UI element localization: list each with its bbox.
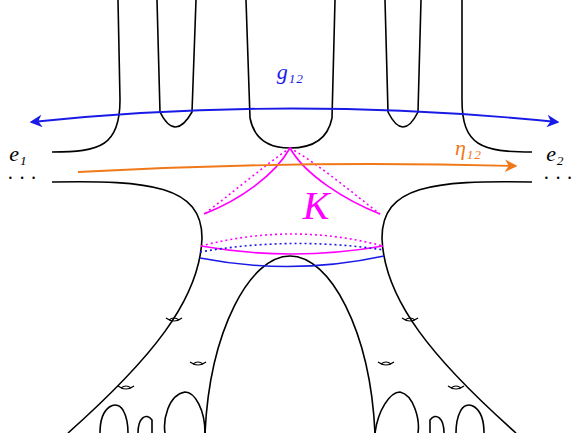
end-label: e₂ <box>546 143 563 165</box>
separating-curve <box>200 243 384 266</box>
ellipsis: · · · <box>7 168 37 188</box>
g12-arrow <box>32 109 557 123</box>
surface-outline <box>52 0 532 433</box>
end-label: e₁ <box>9 143 26 165</box>
eta12-arrow <box>78 164 515 172</box>
eta12-label: η₁₂ <box>455 137 481 159</box>
g12-label: g₁₂ <box>277 61 303 83</box>
k-label: K <box>303 186 330 226</box>
ellipsis: · · · <box>543 168 573 188</box>
